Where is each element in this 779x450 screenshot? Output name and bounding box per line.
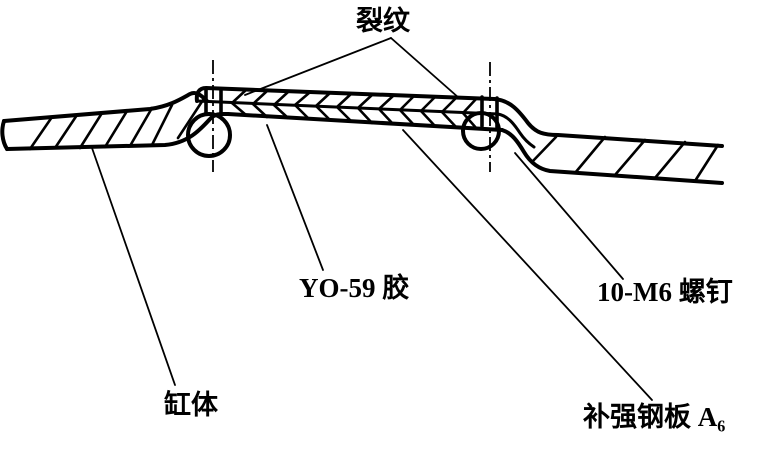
diagram-labels: 裂纹 YO-59 胶 10-M6 螺钉 缸体 补强钢板 A₆: [164, 6, 733, 432]
left-wall-end-cap: [0, 119, 9, 151]
left-wall-top-edge: [2, 90, 209, 123]
plate-hatching-upper: [230, 88, 479, 115]
screws-label: 10-M6 螺钉: [597, 277, 733, 307]
adhesive-label: YO-59 胶: [299, 272, 409, 303]
right-wall-bottom-edge: [500, 128, 724, 185]
plate-leader: [402, 129, 653, 401]
plate-hatching-lower: [230, 101, 479, 131]
right-screw: [461, 62, 501, 172]
reinforcing-plate-label: 补强钢板 A₆: [583, 402, 725, 432]
reinforcing-plate-assembly: [194, 86, 536, 149]
cylinder-body-label: 缸体: [164, 389, 219, 420]
right-wall-hatching: [530, 135, 720, 183]
right-screw-head-circle: [461, 111, 501, 151]
crack-leader-right: [390, 37, 460, 99]
left-wall-hatching: [28, 98, 205, 151]
cylinder-body-leader: [91, 147, 176, 386]
cylinder-wall-left-section: [0, 90, 230, 151]
cylinder-wall-right-section: [492, 97, 724, 185]
crack-label: 裂纹: [356, 6, 411, 36]
left-screw-shank: [204, 86, 223, 115]
adhesive-leader: [266, 124, 324, 271]
crack-leader-left: [244, 37, 392, 96]
left-screw: [186, 60, 232, 172]
leader-lines: [91, 37, 653, 401]
right-wall-top-edge: [492, 97, 724, 148]
adhesive-joint-line: [195, 99, 536, 149]
screw-leader: [514, 152, 624, 280]
left-screw-head-circle: [186, 112, 232, 158]
